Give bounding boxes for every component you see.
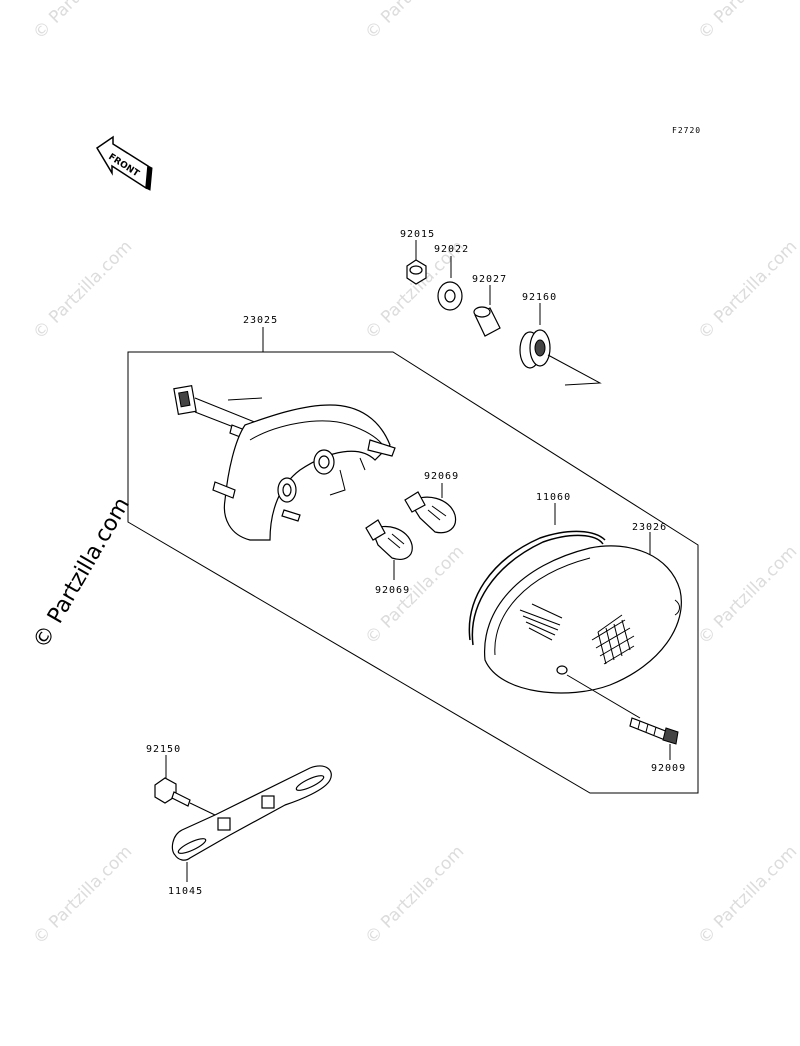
watermark-text: © Partzilla.com: [29, 842, 136, 949]
label-23025: 23025: [243, 315, 278, 326]
part-92069-bulb-upper: [404, 483, 457, 534]
watermark-text: © Partzilla.com: [29, 237, 136, 344]
watermark-text: © Partzilla.com: [29, 0, 136, 44]
part-92160-grommet: [519, 303, 602, 386]
part-92009-screw: [566, 674, 679, 760]
diagram-ref-code: F2720: [672, 126, 701, 135]
label-11045: 11045: [168, 886, 203, 897]
watermark-text: © Partzilla.com: [361, 842, 468, 949]
part-92022-washer: [437, 256, 463, 311]
part-23026-lens: [484, 532, 682, 694]
part-92027-collar: [473, 285, 501, 337]
label-92009: 92009: [651, 763, 686, 774]
watermark-text: © Partzilla.com: [694, 237, 800, 344]
label-92022: 92022: [434, 244, 469, 255]
front-arrow-icon: FRONT: [95, 135, 153, 191]
part-92069-bulb-lower: [365, 519, 413, 580]
watermark-layer: © Partzilla.com © Partzilla.com © Partzi…: [29, 0, 800, 949]
label-92150: 92150: [146, 744, 181, 755]
label-92027: 92027: [472, 274, 507, 285]
watermark-text: © Partzilla.com: [694, 842, 800, 949]
label-92015: 92015: [400, 229, 435, 240]
label-11060: 11060: [536, 492, 571, 503]
label-92069-upper: 92069: [424, 471, 459, 482]
part-11045-bracket: [171, 765, 332, 882]
watermark-text: © Partzilla.com: [694, 0, 800, 44]
part-labels: 92015 92022 92027 92160 23025 92069 1106…: [146, 229, 686, 897]
label-23026: 23026: [632, 522, 667, 533]
part-23025-housing: [173, 384, 396, 541]
part-92150-bolt: [154, 755, 216, 816]
watermark-text: © Partzilla.com: [361, 0, 468, 44]
label-92069-lower: 92069: [375, 585, 410, 596]
watermark-text: © Partzilla.com: [694, 542, 800, 649]
part-11060-gasket: [468, 503, 606, 646]
label-92160: 92160: [522, 292, 557, 303]
watermark-text-main: © Partzilla.com: [29, 493, 136, 653]
assembly-outline: [127, 351, 699, 794]
part-92015-nut: [406, 240, 427, 285]
